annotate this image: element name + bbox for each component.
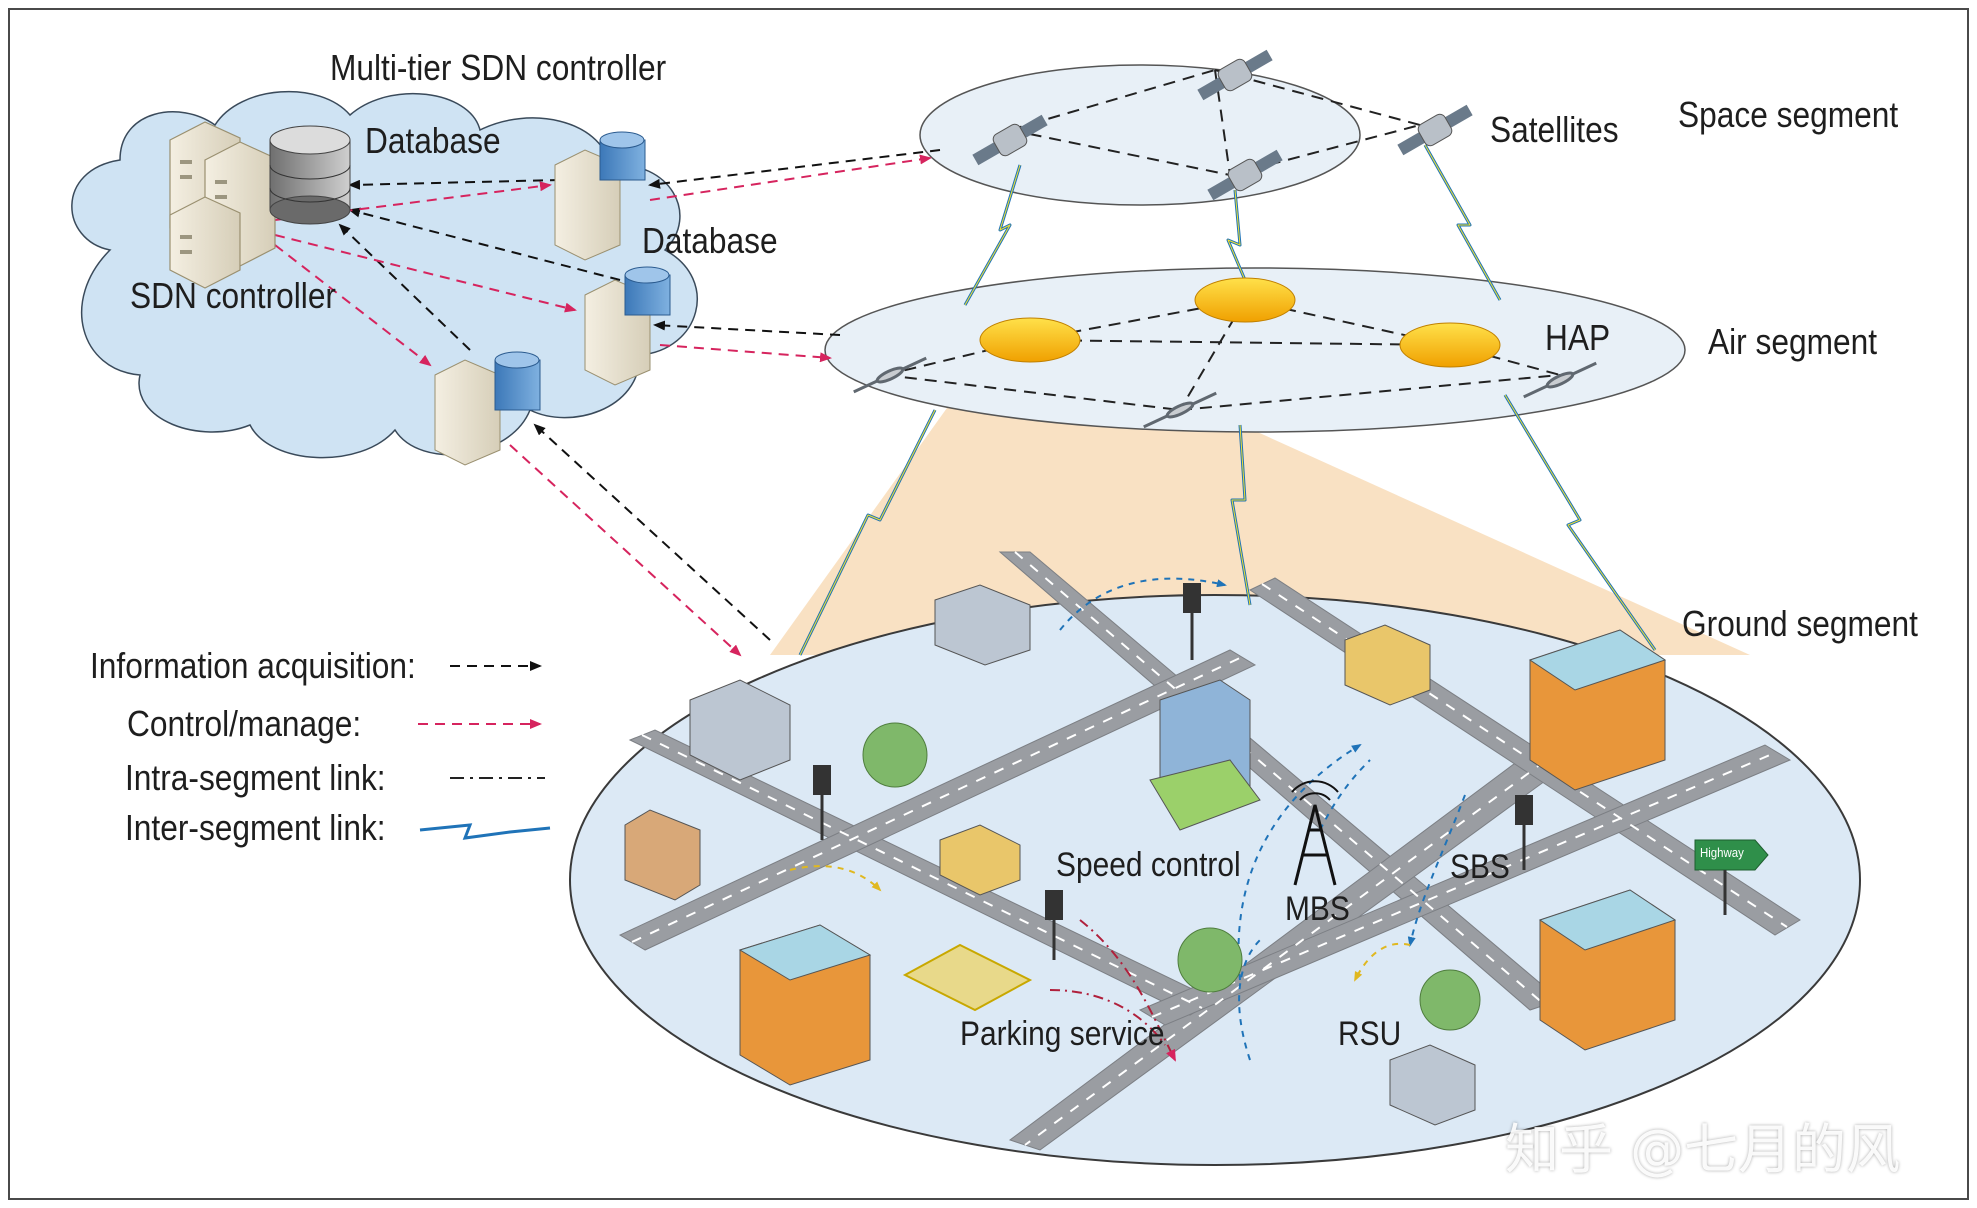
highway-sign <box>1694 839 1769 915</box>
building-icons <box>624 584 1677 1126</box>
database-server-3 <box>434 351 541 466</box>
satellites-label: Satellites <box>1490 109 1619 150</box>
mbs-tower-icon <box>1291 780 1339 886</box>
sdn-controller-label: SDN controller <box>130 275 336 316</box>
ground-local-links <box>1059 577 1466 1061</box>
cloud-title: Multi-tier SDN controller <box>330 47 667 88</box>
speed-control-label: Speed control <box>1056 846 1241 884</box>
ground-segment-label: Ground segment <box>1682 603 1918 644</box>
legend-intra-label: Intra-segment link: <box>125 757 386 798</box>
tree-icons <box>862 722 1481 1031</box>
legend-inter-label: Inter-segment link: <box>125 807 386 848</box>
hap-blimp-icons <box>979 277 1501 368</box>
parking-service-label: Parking service <box>960 1015 1165 1053</box>
rsu-label: RSU <box>1338 1015 1402 1053</box>
air-segment-ellipse <box>824 267 1686 433</box>
space-segment-ellipse <box>919 64 1361 206</box>
hap-label: HAP <box>1545 317 1611 358</box>
inter-segment-links <box>798 144 1657 656</box>
legend-control-label: Control/manage: <box>127 703 362 744</box>
watermark: 知乎 @七月的风 <box>1505 1118 1901 1181</box>
control-manage-arrows <box>274 154 932 657</box>
database-label-top: Database <box>365 120 501 161</box>
database-label-right: Database <box>642 220 778 261</box>
sbs-label: SBS <box>1450 848 1510 886</box>
parking-control-links <box>1049 919 1176 1062</box>
highway-sign-label: Highway <box>1700 845 1744 860</box>
sdn-controller-servers <box>169 121 276 289</box>
database-server-1 <box>554 131 646 261</box>
satellite-icons <box>972 49 1473 201</box>
air-segment-label: Air segment <box>1708 321 1878 362</box>
yellow-links <box>789 865 1411 982</box>
figure-frame <box>8 8 1969 1200</box>
legend-info-label: Information acquisition: <box>90 645 416 686</box>
info-acquisition-arrows <box>338 149 941 641</box>
parking-lot <box>902 943 1033 1012</box>
space-intra-links <box>1009 69 1421 176</box>
mbs-label: MBS <box>1285 890 1350 928</box>
space-segment-label: Space segment <box>1678 94 1899 135</box>
database-server-2 <box>584 266 671 386</box>
traffic-light-icons <box>813 583 1533 960</box>
uav-icons <box>853 356 1597 429</box>
central-database-icon <box>269 125 351 225</box>
